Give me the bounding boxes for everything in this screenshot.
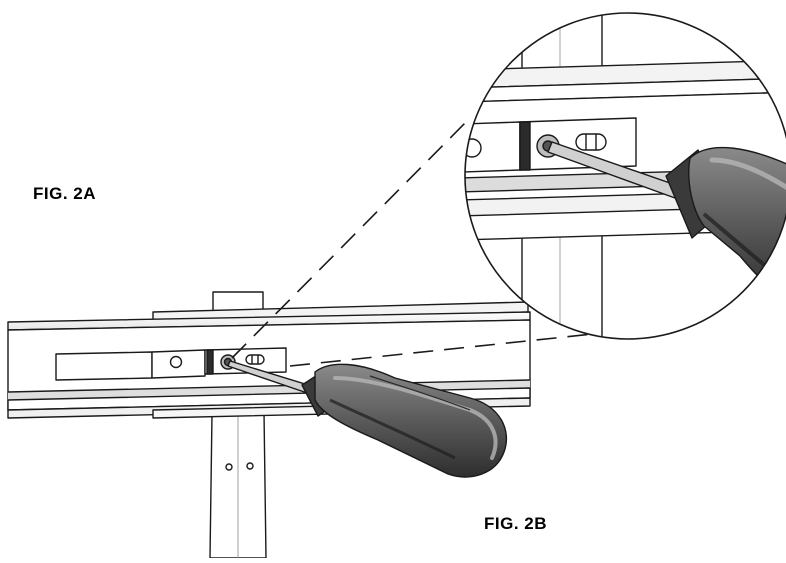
screwdriver <box>227 360 508 478</box>
leader-lines <box>231 117 613 367</box>
figure-label-2b: FIG. 2B <box>484 514 548 533</box>
zoom-detail-circle <box>464 12 786 340</box>
figure-label-2a: FIG. 2A <box>33 184 97 203</box>
vertical-post <box>209 291 267 559</box>
main-view <box>7 291 531 559</box>
